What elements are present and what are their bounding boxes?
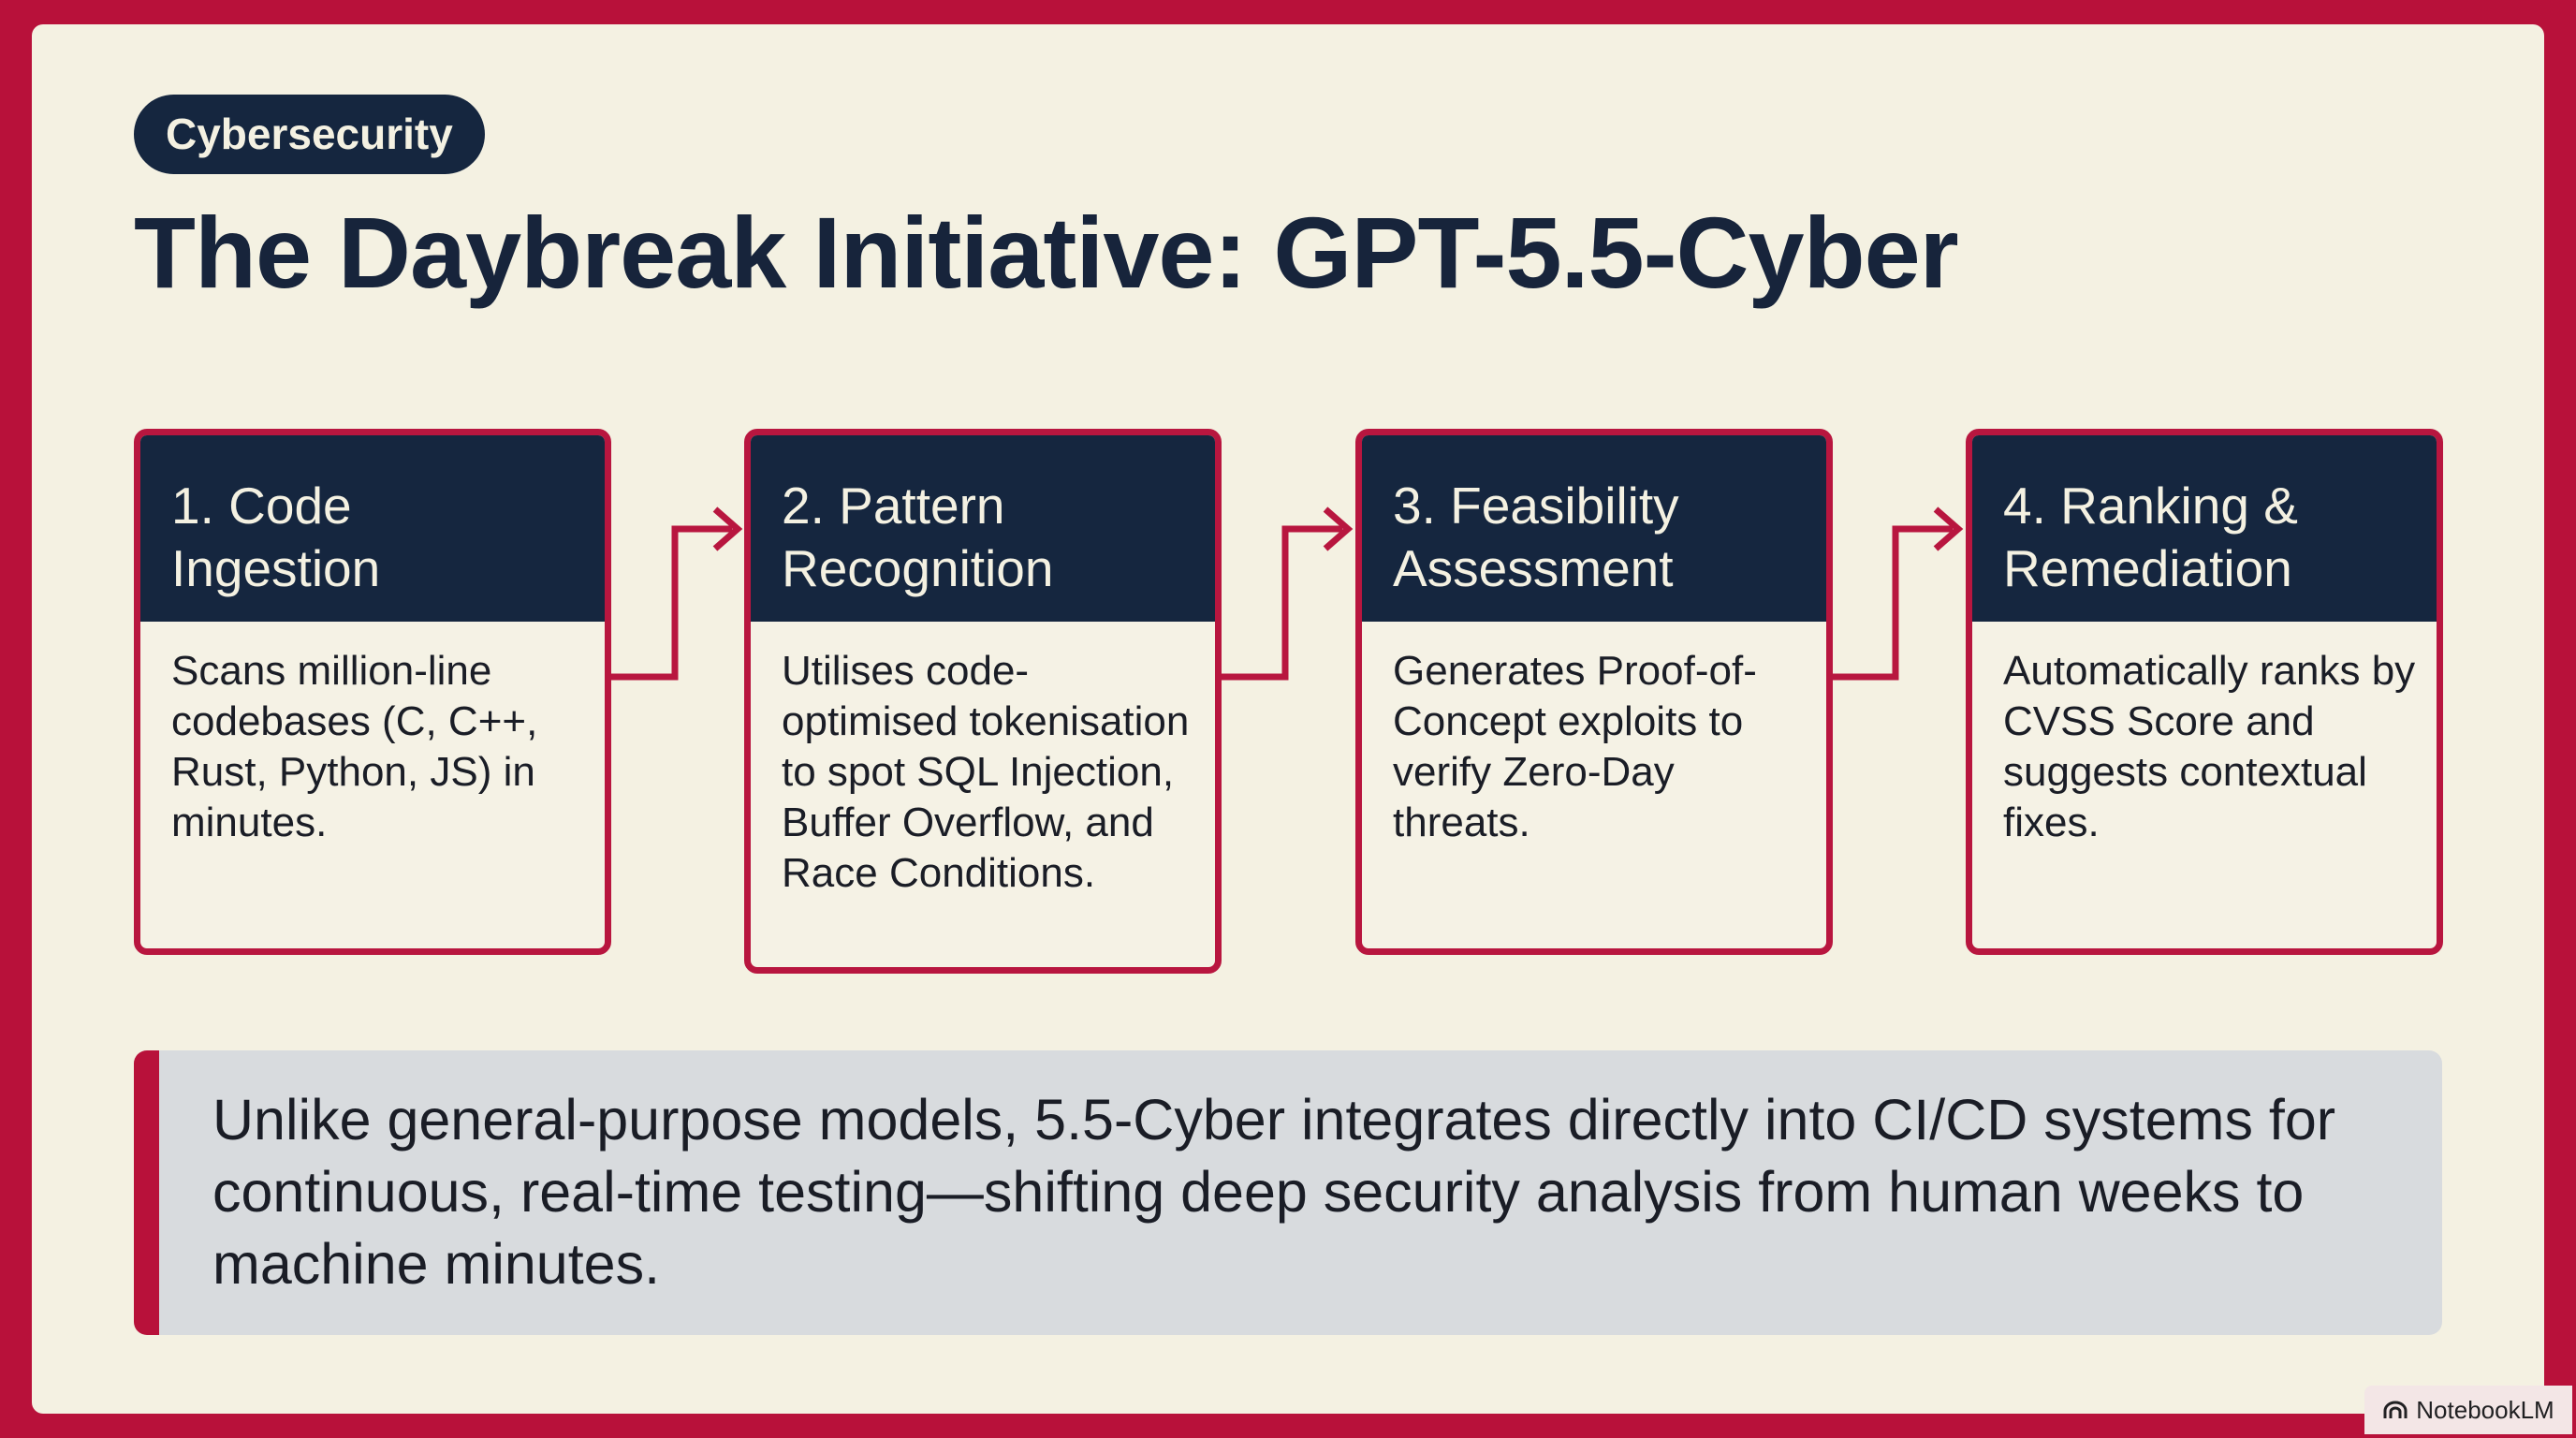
step-3-title-line2: Assessment: [1393, 539, 1674, 597]
category-tag: Cybersecurity: [134, 95, 485, 174]
flow-arrowhead-2-3: [1323, 506, 1354, 551]
step-1-description: Scans million-line codebases (C, C++, Ru…: [171, 648, 538, 845]
step-1-header: 1. Code Ingestion: [140, 435, 605, 622]
callout-text: Unlike general-purpose models, 5.5-Cyber…: [212, 1088, 2336, 1296]
badge-label: NotebookLM: [2416, 1395, 2554, 1424]
flow-arrow-1-2: [609, 525, 732, 681]
flow-arrowhead-3-4: [1933, 506, 1964, 551]
flow-arrow-2-3: [1219, 525, 1342, 681]
flow-arrowhead-1-2: [712, 506, 743, 551]
step-4-title-line1: 4. Ranking &: [2003, 477, 2298, 535]
step-2-title-line2: Recognition: [782, 539, 1054, 597]
step-1-title-line1: 1. Code: [171, 477, 352, 535]
notebooklm-badge: NotebookLM: [2364, 1386, 2572, 1434]
step-4-header: 4. Ranking & Remediation: [1972, 435, 2437, 622]
step-card-4: 4. Ranking & Remediation Automatically r…: [1966, 429, 2443, 955]
step-4-title-line2: Remediation: [2003, 539, 2292, 597]
step-2-header: 2. Pattern Recognition: [751, 435, 1215, 622]
step-3-description: Generates Proof-of-Concept exploits to v…: [1393, 648, 1757, 845]
step-4-description: Automatically ranks by CVSS Score and su…: [2003, 648, 2416, 845]
callout-note: Unlike general-purpose models, 5.5-Cyber…: [134, 1050, 2442, 1335]
page-title: The Daybreak Initiative: GPT-5.5-Cyber: [134, 196, 1959, 309]
step-3-header: 3. Feasibility Assessment: [1362, 435, 1826, 622]
callout-accent-bar: [134, 1050, 159, 1335]
notebooklm-logo-icon: [2383, 1401, 2408, 1418]
flow-arrow-3-4: [1830, 525, 1953, 681]
step-2-description: Utilises code-optimised tokenisation to …: [782, 648, 1190, 896]
step-2-title-line1: 2. Pattern: [782, 477, 1005, 535]
step-card-1: 1. Code Ingestion Scans million-line cod…: [134, 429, 611, 955]
step-card-3: 3. Feasibility Assessment Generates Proo…: [1355, 429, 1833, 955]
step-1-title-line2: Ingestion: [171, 539, 381, 597]
step-card-2: 2. Pattern Recognition Utilises code-opt…: [744, 429, 1222, 974]
step-3-title-line1: 3. Feasibility: [1393, 477, 1679, 535]
